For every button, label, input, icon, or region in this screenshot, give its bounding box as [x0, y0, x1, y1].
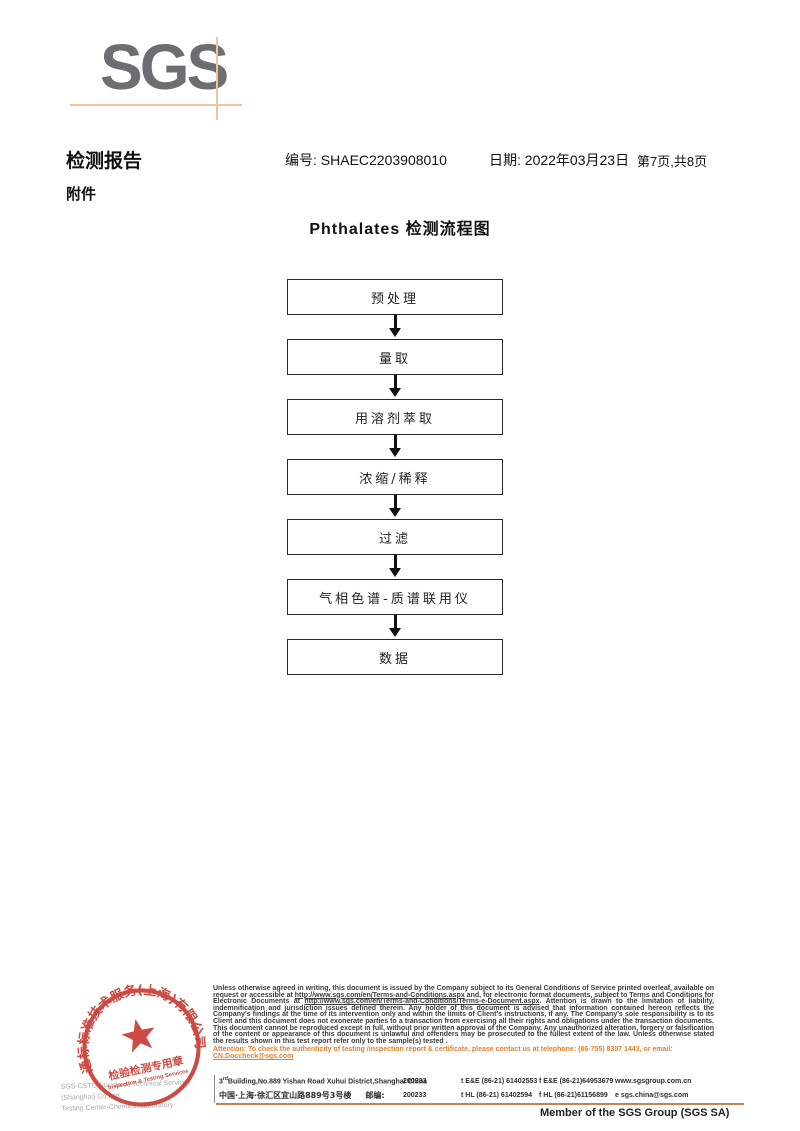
report-date-value: 2022年03月23日 [524, 152, 630, 168]
flowchart-title: Phthalates 检测流程图 [309, 221, 491, 238]
address-en: 3rdBuilding,No.889 Yishan Road Xuhui Dis… [219, 1076, 428, 1086]
doccheck-email-link[interactable]: CN.Doccheck@sgs.com [213, 1053, 294, 1061]
flow-arrow-icon [287, 555, 503, 579]
report-number: 编号: SHAEC2203908010 [285, 150, 447, 170]
address-divider-line [214, 1075, 215, 1103]
disclaimer-text: Unless otherwise agreed in writing, this… [213, 985, 715, 1045]
flow-step-concentrate-dilute: 浓缩/稀释 [287, 459, 503, 495]
address-row-cn: 中国·上海·徐汇区宜山路889号3号楼邮编: 200233 t HL (86-2… [219, 1088, 747, 1102]
flow-step-measure: 量取 [287, 339, 503, 375]
flow-step-pretreatment: 预处理 [287, 279, 503, 315]
address-en-zip: 200233 [403, 1077, 427, 1085]
attention-part: Attention: To check the authenticity of … [213, 1046, 673, 1054]
flow-step-solvent-extraction: 用溶剂萃取 [287, 399, 503, 435]
report-date-label: 日期: [489, 152, 521, 168]
seal-star-icon [121, 1019, 155, 1053]
fax-ee: f E&E (86-21)64953679 [539, 1077, 614, 1085]
address-cn-zip: 200233 [403, 1091, 427, 1099]
flow-arrow-icon [287, 615, 503, 639]
terms-link[interactable]: http://www.sgs.com/en/Terms-and-Conditio… [294, 991, 465, 999]
flowchart: 预处理 量取 用溶剂萃取 浓缩/稀释 过滤 气相色谱-质谱联用仪 数据 [287, 279, 503, 675]
website-link[interactable]: www.sgsgroup.com.cn [615, 1077, 692, 1085]
logo-crosshair-horizontal [70, 104, 242, 106]
flow-arrow-icon [287, 315, 503, 339]
sgs-logo: SGS [100, 31, 229, 103]
disclaimer-part1: Unless otherwise agreed in writing, this… [213, 985, 715, 999]
sgs-group-member-text: Member of the SGS Group (SGS SA) [540, 1107, 730, 1119]
flow-step-gcms: 气相色谱-质谱联用仪 [287, 579, 503, 615]
disclaimer-part2: and, for electronic format documents, su… [213, 991, 714, 1006]
inspection-seal-stamp-icon: 通标标准技术服务(上海)有限公司 检验检测专用章 Inspection & Te… [72, 978, 208, 1107]
legal-block: Unless otherwise agreed in writing, this… [213, 985, 715, 1061]
phone-hl: t HL (86-21) 61402594 [461, 1091, 533, 1099]
pagination: 第7页,共8页 [637, 154, 708, 169]
address-block: 3rdBuilding,No.889 Yishan Road Xuhui Dis… [219, 1074, 747, 1102]
footer-rule [216, 1103, 744, 1105]
zip-label: 邮编: [365, 1090, 385, 1100]
address-row-en: 3rdBuilding,No.889 Yishan Road Xuhui Dis… [219, 1074, 747, 1088]
attachment-label: 附件 [66, 186, 97, 203]
disclaimer-part3: . Attention is drawn to the limitation o… [213, 998, 714, 1045]
flow-arrow-icon [287, 375, 503, 399]
report-date: 日期: 2022年03月23日 [489, 150, 629, 170]
flow-arrow-icon [287, 435, 503, 459]
flow-step-data: 数据 [287, 639, 503, 675]
report-number-label: 编号: [285, 152, 317, 168]
report-title: 检测报告 [66, 151, 143, 172]
logo-crosshair-vertical [216, 37, 218, 120]
address-cn: 中国·上海·徐汇区宜山路889号3号楼邮编: [219, 1090, 385, 1100]
flow-step-filter: 过滤 [287, 519, 503, 555]
email-link[interactable]: e sgs.china@sgs.com [615, 1091, 689, 1099]
terms-e-document-link[interactable]: http://www.sgs.com/en/Terms-and-Conditio… [304, 998, 540, 1006]
fax-hl: f HL (86-21)61156899 [539, 1091, 608, 1099]
attention-text: Attention: To check the authenticity of … [213, 1046, 714, 1061]
flow-arrow-icon [287, 495, 503, 519]
report-number-value: SHAEC2203908010 [320, 152, 447, 168]
phone-ee: t E&E (86-21) 61402553 [461, 1077, 538, 1085]
